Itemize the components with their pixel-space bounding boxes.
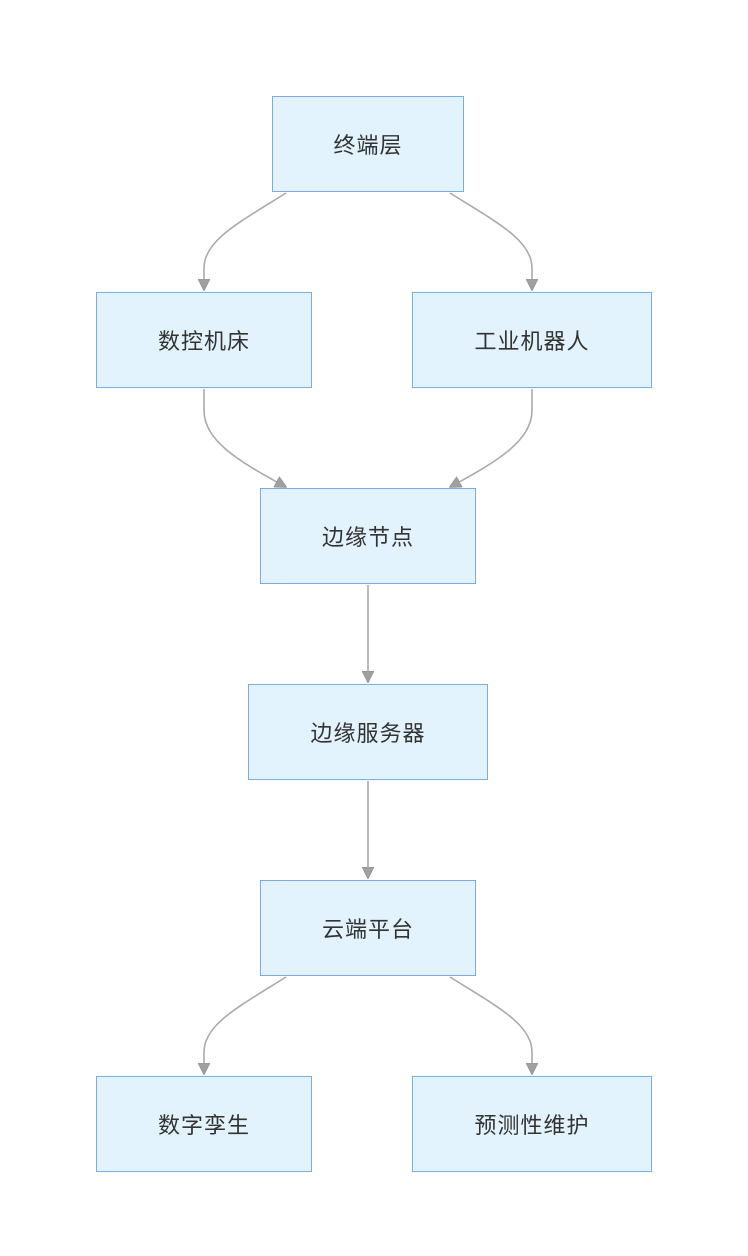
node-cnc-machine: 数控机床 (96, 292, 312, 388)
node-label: 数字孪生 (157, 1114, 250, 1139)
node-digital-twin: 数字孪生 (96, 1076, 312, 1172)
node-industrial-robot: 工业机器人 (412, 292, 652, 388)
node-terminal-layer: 终端层 (272, 96, 464, 192)
node-predictive-maintenance: 预测性维护 (412, 1076, 652, 1172)
node-label: 预测性维护 (474, 1114, 590, 1139)
edge-cloud-to-predictive-maintenance (449, 976, 532, 1074)
node-label: 终端层 (333, 134, 403, 159)
node-label: 工业机器人 (474, 330, 590, 355)
edge-cnc-to-edge-node (203, 389, 286, 487)
node-label: 边缘服务器 (310, 722, 426, 747)
edge-cloud-to-digital-twin (204, 976, 287, 1074)
node-edge-server: 边缘服务器 (248, 684, 488, 780)
node-cloud-platform: 云端平台 (260, 880, 476, 976)
node-label: 云端平台 (321, 918, 414, 943)
node-label: 边缘节点 (321, 526, 414, 551)
edge-robot-to-edge-node (450, 389, 533, 487)
node-edge-node: 边缘节点 (260, 488, 476, 584)
edge-terminal-to-robot (449, 192, 532, 290)
edge-terminal-to-cnc (204, 192, 287, 290)
node-label: 数控机床 (157, 330, 250, 355)
